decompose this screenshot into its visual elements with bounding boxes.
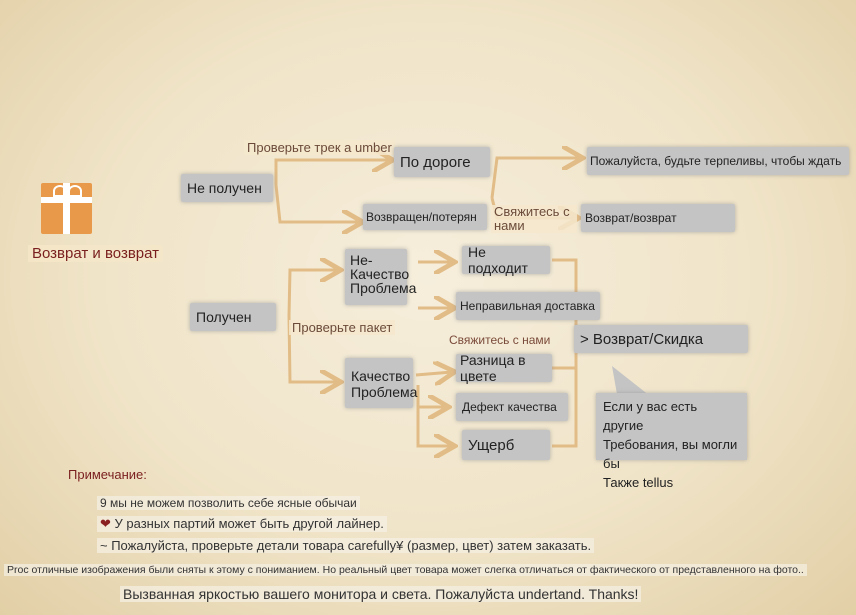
node-not-fit: Не подходит xyxy=(462,244,550,276)
arrow-to-returned xyxy=(274,184,360,222)
node-non-quality: Не- Качество Проблема xyxy=(345,249,416,305)
arrow-to-patient xyxy=(490,158,580,199)
notes-heading: Примечание: xyxy=(68,467,147,482)
note-line-2: ❤ У разных партий может быть другой лайн… xyxy=(97,516,387,532)
node-not-received: Не получен xyxy=(181,174,273,202)
label-contact-us-1: Свяжитесь с нами xyxy=(491,205,577,233)
line-to-return-discount xyxy=(552,258,578,448)
arrow-to-color-diff xyxy=(415,372,452,375)
node-received: Получен xyxy=(190,303,276,331)
node-returned-lost: Возвращен/потерян xyxy=(363,204,487,230)
node-quality-defect: Дефект качества xyxy=(456,393,568,421)
heart-icon: ❤ xyxy=(100,516,111,531)
node-on-the-way: По дороге xyxy=(394,147,490,177)
other-requests-bubble: Если у вас есть другие Требования, вы мо… xyxy=(596,393,747,490)
label-check-package: Проверьте пакет xyxy=(289,320,396,335)
label-contact-us-2: Свяжитесь с нами xyxy=(449,333,551,347)
arrow-to-quality xyxy=(287,315,338,382)
label-check-tracking: Проверьте трек а umber xyxy=(244,140,395,155)
note-line-5: Вызванная яркостью вашего монитора и све… xyxy=(120,586,642,602)
node-wrong-delivery: Неправильная доставка xyxy=(456,292,600,320)
node-return-refund: Возврат/возврат xyxy=(581,204,735,232)
arrow-to-on-the-way xyxy=(274,160,390,185)
node-return-discount: > Возврат/Скидка xyxy=(574,325,748,353)
note-line-4: Proc отличные изображения были сняты к э… xyxy=(4,564,807,576)
node-damage: Ущерб xyxy=(462,430,550,460)
gift-box-icon xyxy=(41,183,92,234)
diagram-title: Возврат и возврат xyxy=(28,245,164,262)
bubble-tail xyxy=(612,366,650,400)
arrow-to-damage xyxy=(416,385,452,446)
note-line-3: ~ Пожалуйста, проверьте детали товара ca… xyxy=(97,538,595,553)
node-quality: Качество Проблема xyxy=(345,358,417,408)
note-line-1: 9 мы не можем позволить себе ясные обыча… xyxy=(97,496,360,510)
arrow-to-non-quality xyxy=(287,270,338,317)
node-color-diff: Разница в цвете xyxy=(456,352,552,384)
node-be-patient: Пожалуйста, будьте терпеливы, чтобы ждат… xyxy=(587,147,849,175)
